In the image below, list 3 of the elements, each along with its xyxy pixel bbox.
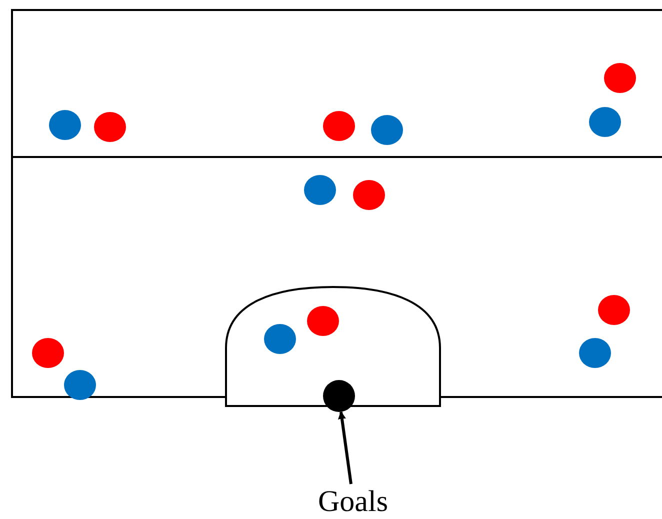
- goals-label: Goals: [318, 485, 388, 519]
- leader-arrow: [338, 411, 352, 484]
- goal-marker: [323, 380, 355, 412]
